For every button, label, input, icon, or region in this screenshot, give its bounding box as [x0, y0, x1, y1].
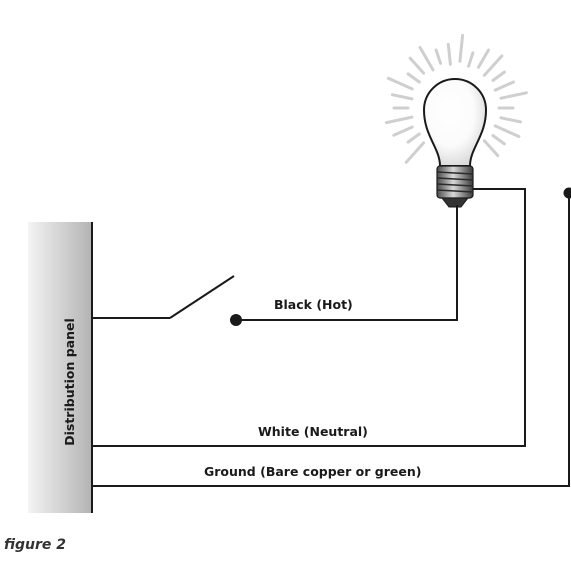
panel-body: [28, 222, 92, 513]
glow-ray: [501, 93, 526, 98]
glow-ray: [388, 78, 412, 89]
ground-wire: Ground (Bare copper or green): [92, 188, 571, 487]
bulb-tip: [442, 198, 468, 207]
glow-ray: [460, 35, 463, 61]
glow-ray: [484, 56, 501, 75]
glow-ray: [436, 50, 440, 63]
hot-wire-label: Black (Hot): [274, 297, 353, 312]
glow-ray: [479, 50, 489, 67]
glow-ray: [394, 127, 412, 135]
glow-ray: [448, 44, 450, 64]
glow-ray: [410, 58, 423, 73]
glow-ray: [392, 95, 412, 99]
bulb-base: [437, 166, 473, 198]
glow-ray: [408, 74, 419, 82]
glow-ray: [484, 141, 497, 156]
glow-ray: [501, 118, 521, 122]
glow-ray: [495, 126, 519, 137]
light-bulb-icon: [424, 79, 486, 207]
glow-ray: [469, 53, 473, 66]
figure-caption: figure 2: [4, 537, 66, 553]
glow-ray: [387, 117, 413, 123]
glow-ray: [495, 82, 513, 90]
glow-ray: [493, 72, 504, 80]
hot-wire: Black (Hot): [236, 205, 457, 320]
ground-terminal: [564, 188, 571, 199]
switch-blade: [170, 276, 234, 318]
glow-ray: [420, 47, 433, 70]
glow-ray: [408, 134, 419, 142]
panel-label: Distribution panel: [62, 318, 77, 446]
glow-ray: [493, 136, 504, 144]
distribution-panel: Distribution panel: [28, 222, 92, 513]
ground-wire-label: Ground (Bare copper or green): [204, 464, 421, 479]
glow-ray: [406, 143, 423, 162]
bulb-glass: [424, 79, 486, 166]
switch-icon: [92, 276, 242, 326]
neutral-wire-label: White (Neutral): [258, 424, 368, 439]
